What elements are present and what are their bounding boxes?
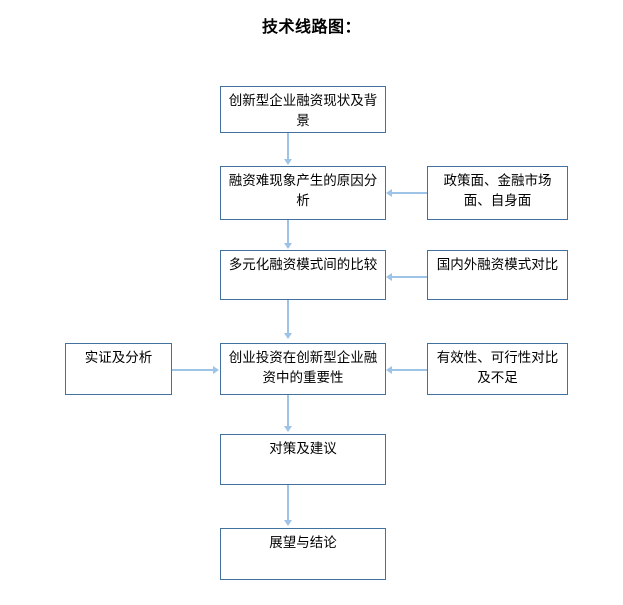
connector-n4l-n4-arrowhead-icon: [213, 366, 219, 374]
connector-n5-n6-line: [287, 485, 289, 521]
connector-n3-n4-arrowhead-icon: [284, 333, 292, 339]
connector-n4r-n4-line: [392, 369, 427, 371]
flow-node-countermeasures[interactable]: 对策及建议: [220, 434, 386, 485]
connector-n3-n4-line: [287, 300, 289, 334]
flow-node-mode-comparison[interactable]: 多元化融资模式间的比较: [220, 250, 386, 300]
flow-node-empirical-analysis[interactable]: 实证及分析: [65, 343, 172, 395]
connector-n4r-n4-arrowhead-icon: [386, 366, 392, 374]
connector-n2-n3-line: [287, 220, 289, 244]
flow-node-domestic-overseas-comparison[interactable]: 国内外融资模式对比: [427, 250, 568, 300]
connector-n2r-n2-arrowhead-icon: [386, 189, 392, 197]
connector-n2r-n2-line: [392, 192, 427, 194]
connector-n4-n5-line: [287, 395, 289, 427]
connector-n3r-n3-arrowhead-icon: [386, 273, 392, 281]
connector-n3r-n3-line: [392, 276, 427, 278]
flow-node-outlook-conclusion[interactable]: 展望与结论: [220, 528, 386, 580]
flow-node-current-status[interactable]: 创新型企业融资现状及背景: [220, 86, 386, 133]
flow-node-venture-capital-importance[interactable]: 创业投资在创新型企业融资中的重要性: [220, 343, 386, 395]
flow-node-cause-analysis[interactable]: 融资难现象产生的原因分析: [220, 166, 386, 220]
connector-n2-n3-arrowhead-icon: [284, 243, 292, 249]
flow-node-effectiveness-feasibility[interactable]: 有效性、可行性对比及不足: [427, 343, 568, 395]
connector-n1-n2-arrowhead-icon: [284, 159, 292, 165]
connector-n4-n5-arrowhead-icon: [284, 426, 292, 432]
connector-n1-n2-line: [287, 133, 289, 160]
page-title: 技术线路图：: [261, 17, 361, 36]
connector-n5-n6-arrowhead-icon: [284, 520, 292, 526]
connector-n4l-n4-line: [172, 369, 214, 371]
flow-node-cause-aspects[interactable]: 政策面、金融市场面、自身面: [427, 166, 568, 220]
